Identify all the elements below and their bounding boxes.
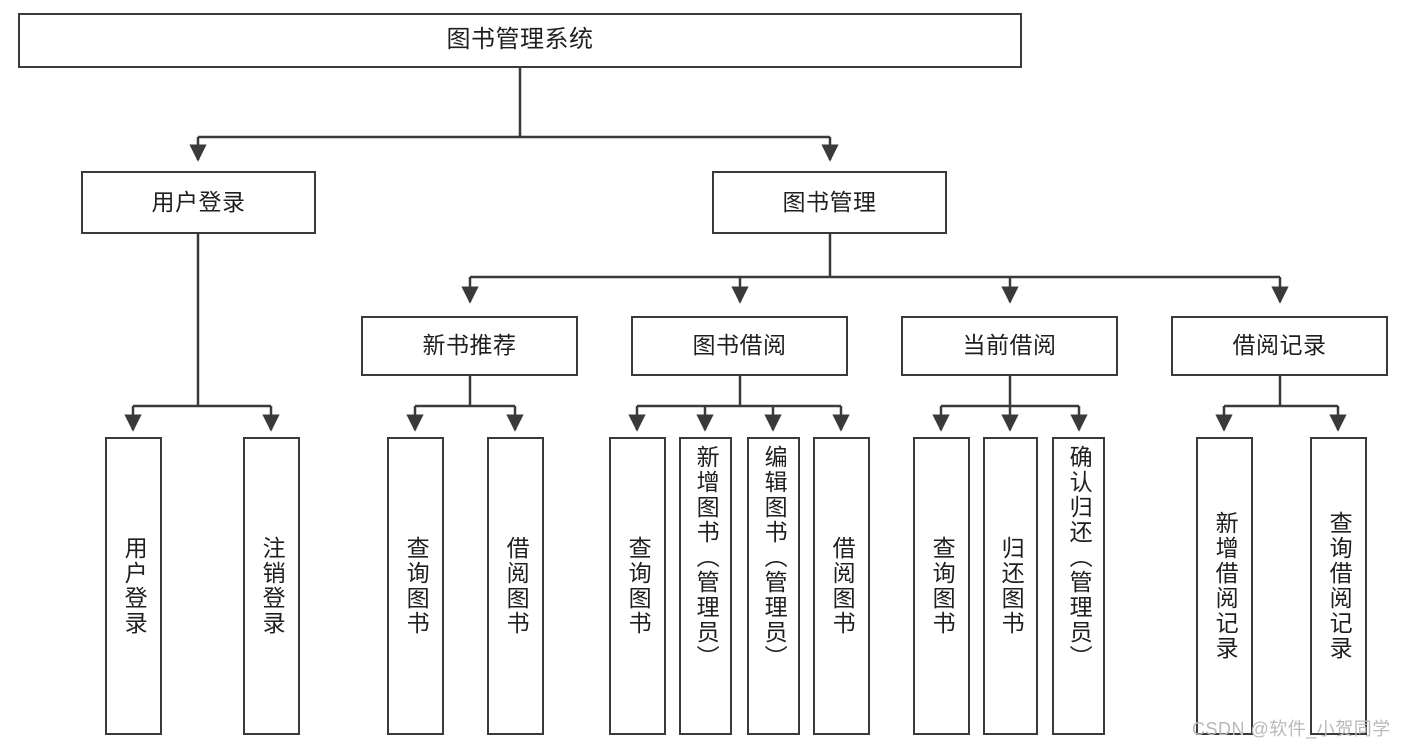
- node-root-system[interactable]: 图书管理系统: [18, 13, 1022, 68]
- leaf-add-borrow-record[interactable]: 新增借阅记录: [1196, 437, 1253, 735]
- leaf-confirm-return-admin[interactable]: 确认归还（管理员）: [1052, 437, 1105, 735]
- node-label: 新书推荐: [422, 332, 517, 359]
- node-label: 用户登录: [151, 188, 246, 215]
- leaf-borrow-book-newbook[interactable]: 借阅图书: [487, 437, 544, 735]
- node-label: 编辑图书（管理员）: [761, 445, 788, 670]
- node-user-login[interactable]: 用户登录: [81, 171, 316, 234]
- node-label: 查询图书: [403, 536, 430, 636]
- node-label: 查询图书: [625, 536, 652, 636]
- leaf-query-book-newbook[interactable]: 查询图书: [387, 437, 444, 735]
- node-book-borrow[interactable]: 图书借阅: [631, 316, 848, 376]
- node-current-borrow[interactable]: 当前借阅: [901, 316, 1118, 376]
- leaf-borrow-book[interactable]: 借阅图书: [813, 437, 870, 735]
- node-label: 注销登录: [259, 536, 286, 636]
- node-label: 当前借阅: [962, 332, 1057, 359]
- csdn-watermark: CSDN @软件_小贺同学: [1192, 719, 1391, 739]
- leaf-edit-book-admin[interactable]: 编辑图书（管理员）: [747, 437, 800, 735]
- node-label: 归还图书: [998, 536, 1025, 636]
- node-label: 图书借阅: [692, 332, 787, 359]
- leaf-add-book-admin[interactable]: 新增图书（管理员）: [679, 437, 732, 735]
- leaf-return-book[interactable]: 归还图书: [983, 437, 1038, 735]
- node-label: 借阅记录: [1232, 332, 1327, 359]
- node-label: 借阅图书: [829, 536, 856, 636]
- node-label: 查询图书: [929, 536, 956, 636]
- leaf-logout[interactable]: 注销登录: [243, 437, 300, 735]
- node-label: 图书管理: [782, 188, 877, 215]
- node-label: 用户登录: [121, 536, 148, 636]
- node-book-management[interactable]: 图书管理: [712, 171, 947, 234]
- node-borrow-record[interactable]: 借阅记录: [1171, 316, 1388, 376]
- leaf-user-login[interactable]: 用户登录: [105, 437, 162, 735]
- leaf-query-book-current[interactable]: 查询图书: [913, 437, 970, 735]
- node-label: 新增图书（管理员）: [693, 445, 720, 670]
- node-label: 图书管理系统: [446, 26, 594, 54]
- node-label: 确认归还（管理员）: [1066, 445, 1093, 670]
- node-label: 查询借阅记录: [1326, 511, 1353, 661]
- node-label: 借阅图书: [503, 536, 530, 636]
- leaf-query-borrow-record[interactable]: 查询借阅记录: [1310, 437, 1367, 735]
- node-new-book-recommend[interactable]: 新书推荐: [361, 316, 578, 376]
- node-label: 新增借阅记录: [1212, 511, 1239, 661]
- leaf-query-book-borrow[interactable]: 查询图书: [609, 437, 666, 735]
